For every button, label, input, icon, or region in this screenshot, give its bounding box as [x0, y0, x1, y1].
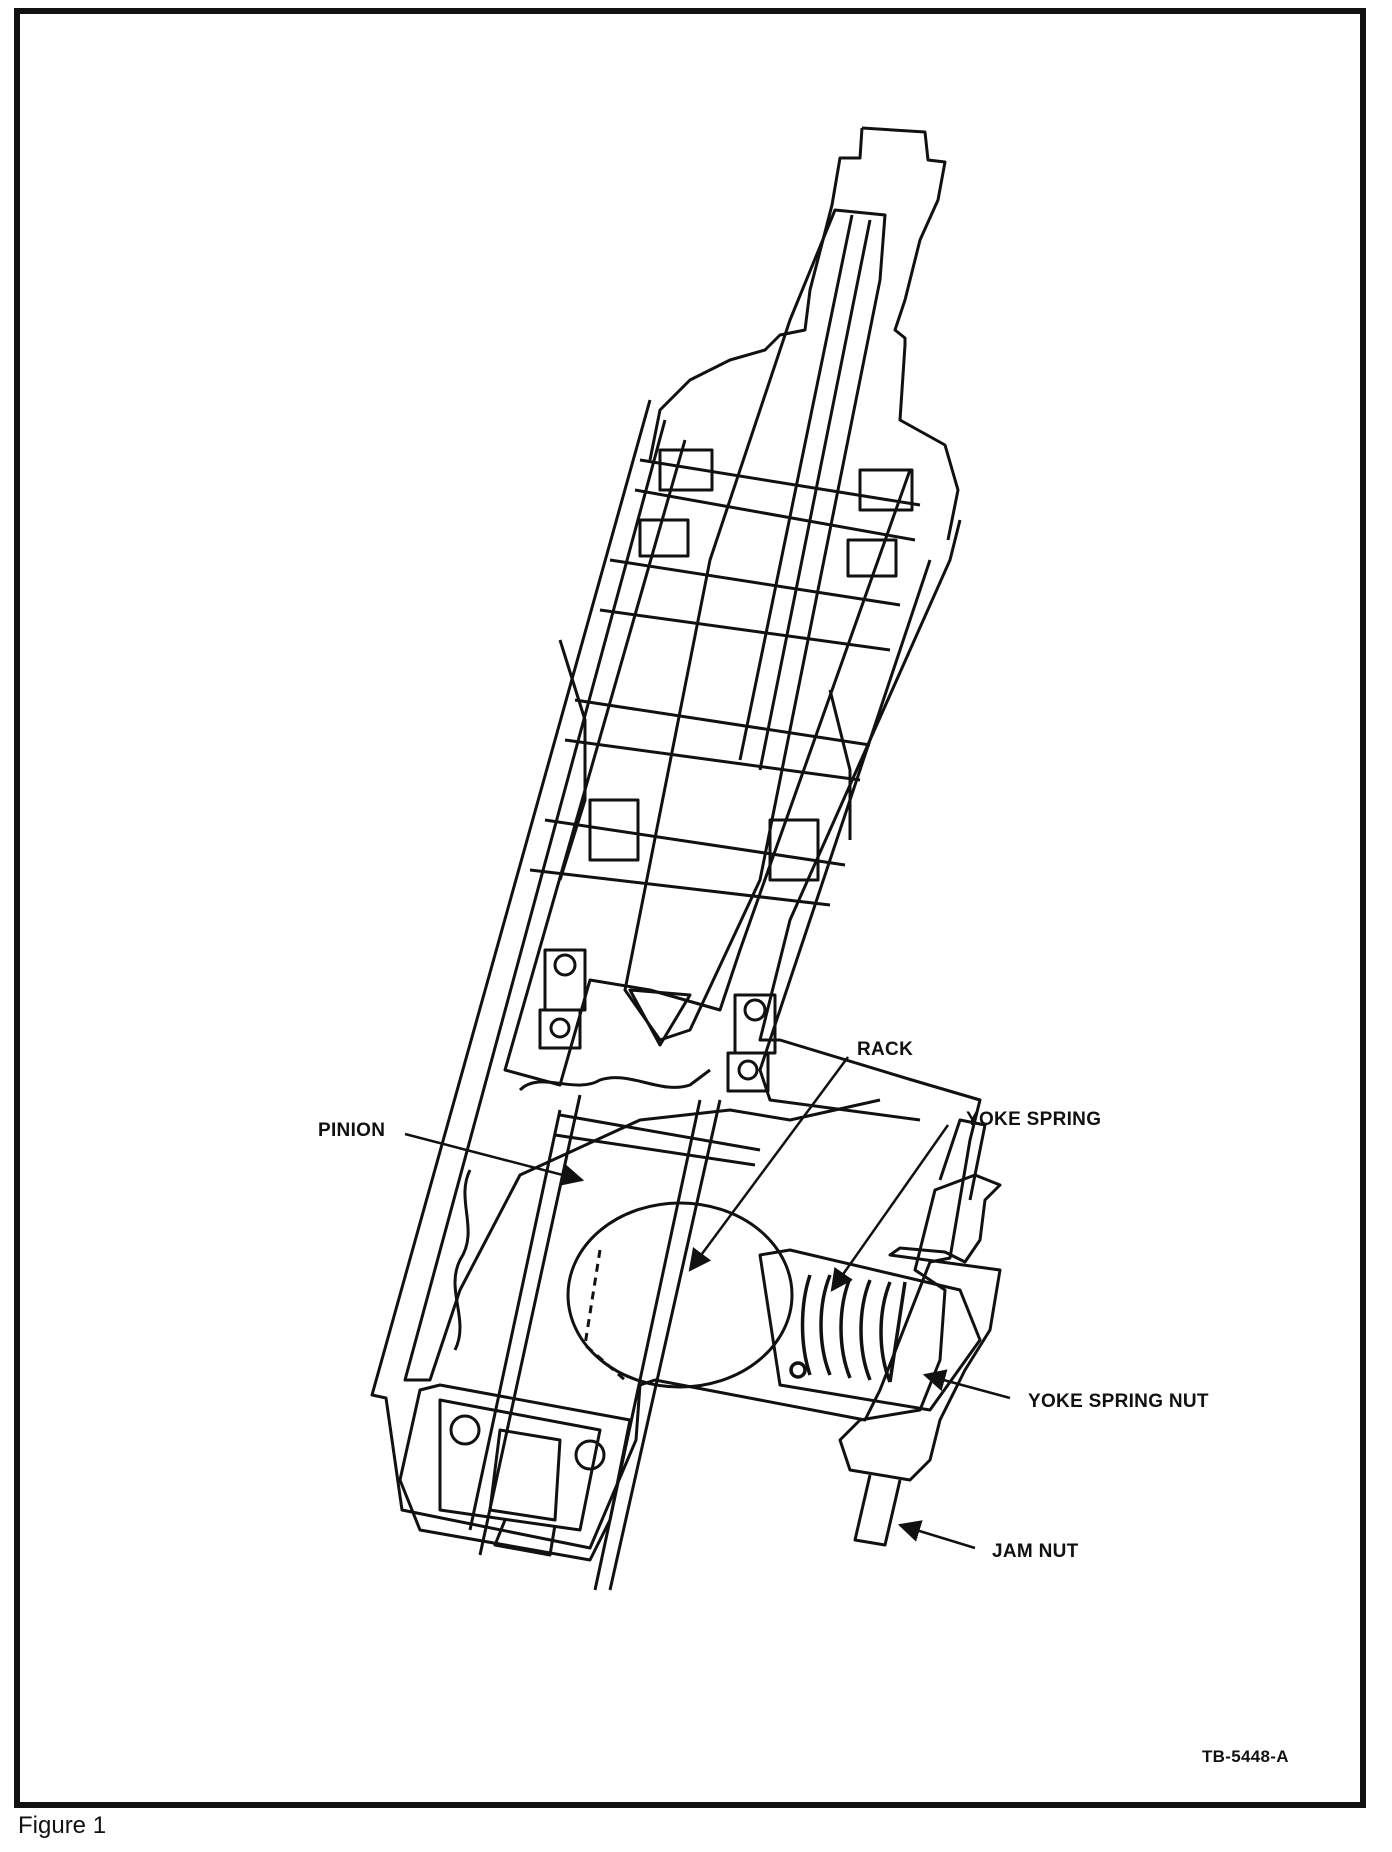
yoke-spring-nut: [838, 1173, 1002, 1482]
input-shaft: [623, 208, 887, 1042]
yoke-spring-leader: [830, 1124, 950, 1292]
rack-label: RACK: [857, 1039, 913, 1060]
jam-nut: [853, 1118, 987, 1547]
figure-frame: [14, 8, 1366, 1808]
yoke-spring-label: YOKE SPRING: [966, 1109, 1101, 1130]
upper-bearings: [538, 948, 777, 1093]
yoke-spring-nut-leader: [922, 1369, 1011, 1400]
lower-bearing-cap: [398, 1383, 632, 1562]
housing-drawing: [370, 126, 1002, 1591]
pinion-leader: [404, 1132, 585, 1186]
pinion-shaft: [468, 1094, 722, 1591]
input-shaft-cap: [861, 126, 960, 541]
callout-lines: [404, 1056, 1011, 1550]
yoke-spring-nut-label: YOKE SPRING NUT: [1028, 1391, 1209, 1412]
reference-code: TB-5448-A: [1202, 1747, 1289, 1766]
jam-nut-leader: [897, 1520, 976, 1550]
valve-body: [503, 439, 912, 1087]
jam-nut-label: JAM NUT: [992, 1541, 1079, 1562]
housing-outline: [370, 399, 982, 1550]
figure-caption: Figure 1: [18, 1812, 107, 1839]
rack-section: [566, 1201, 794, 1389]
yoke-spring: [789, 1274, 907, 1383]
rack-leader: [688, 1056, 850, 1272]
pinion-label: PINION: [318, 1120, 385, 1141]
